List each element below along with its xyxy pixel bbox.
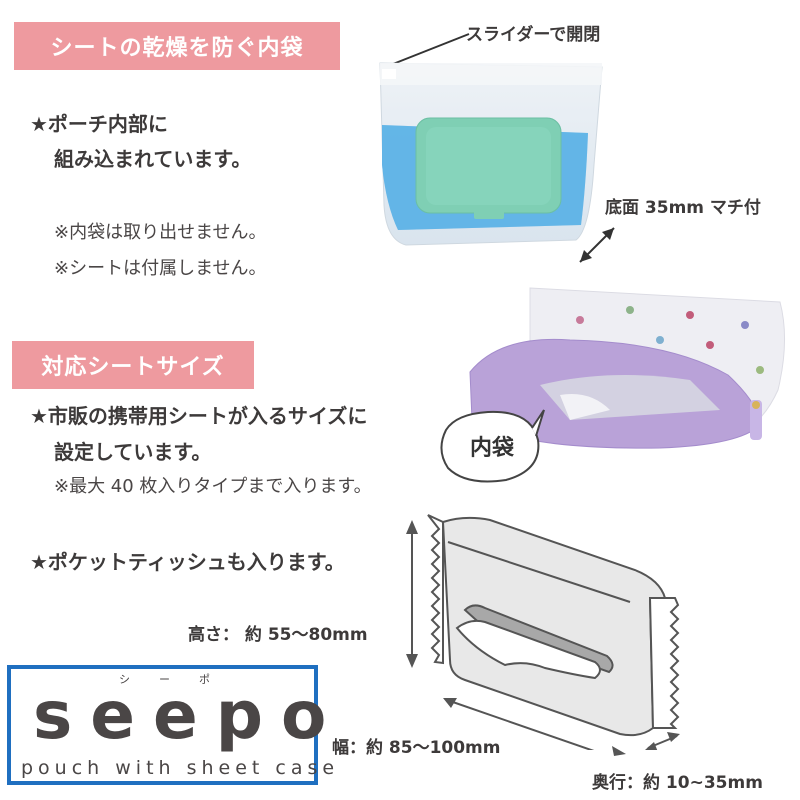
dimension-width: 幅：約 85〜100mm	[332, 738, 501, 758]
logo-tagline: pouch with sheet case	[21, 757, 340, 779]
speech-bubble-icon	[440, 409, 545, 483]
logo-ruby-2: ー	[159, 673, 170, 686]
note-not-removable: ※内袋は取り出せません。	[54, 222, 267, 243]
double-arrow-gusset-icon	[579, 227, 615, 263]
logo-ruby-1: シ	[119, 673, 130, 686]
width-arrow-icon	[612, 746, 626, 756]
note-max-40: ※最大 40 枚入りタイプまで入ります。	[54, 476, 372, 497]
callout-slider: スライダーで開閉	[466, 25, 601, 45]
feature-text-fits-sheet: ★市販の携帯用シートが入るサイズに	[30, 404, 368, 428]
inner-bag-image	[379, 62, 603, 246]
feature-text-fits-sheet-2: 設定しています。	[54, 440, 212, 464]
dimension-height: 高さ： 約 55〜80mm	[188, 625, 368, 645]
callout-gusset: 底面 35mm マチ付	[605, 198, 761, 218]
dimension-depth: 奥行：約 10~35mm	[592, 773, 763, 793]
logo-wordmark: seepo	[33, 677, 345, 754]
feature-text-built-in-2: 組み込まれています。	[54, 147, 252, 171]
tissue-pack-diagram	[406, 514, 680, 750]
callout-line-icon	[392, 33, 470, 65]
feature-text-built-in: ★ポーチ内部に	[30, 112, 168, 136]
section-banner-sheet-size: 対応シートサイズ	[12, 341, 254, 389]
callout-inner-bag: 内袋	[470, 436, 515, 461]
pouch-image	[469, 287, 785, 449]
note-sheet-not-included: ※シートは付属しません。	[54, 258, 267, 279]
logo-ruby-3: ポ	[199, 673, 210, 686]
feature-text-tissue: ★ポケットティッシュも入ります。	[30, 550, 345, 574]
section-banner-inner-bag: シートの乾燥を防ぐ内袋	[14, 22, 340, 70]
seepo-logo: シ ー ポ seepo pouch with sheet case	[7, 665, 334, 785]
